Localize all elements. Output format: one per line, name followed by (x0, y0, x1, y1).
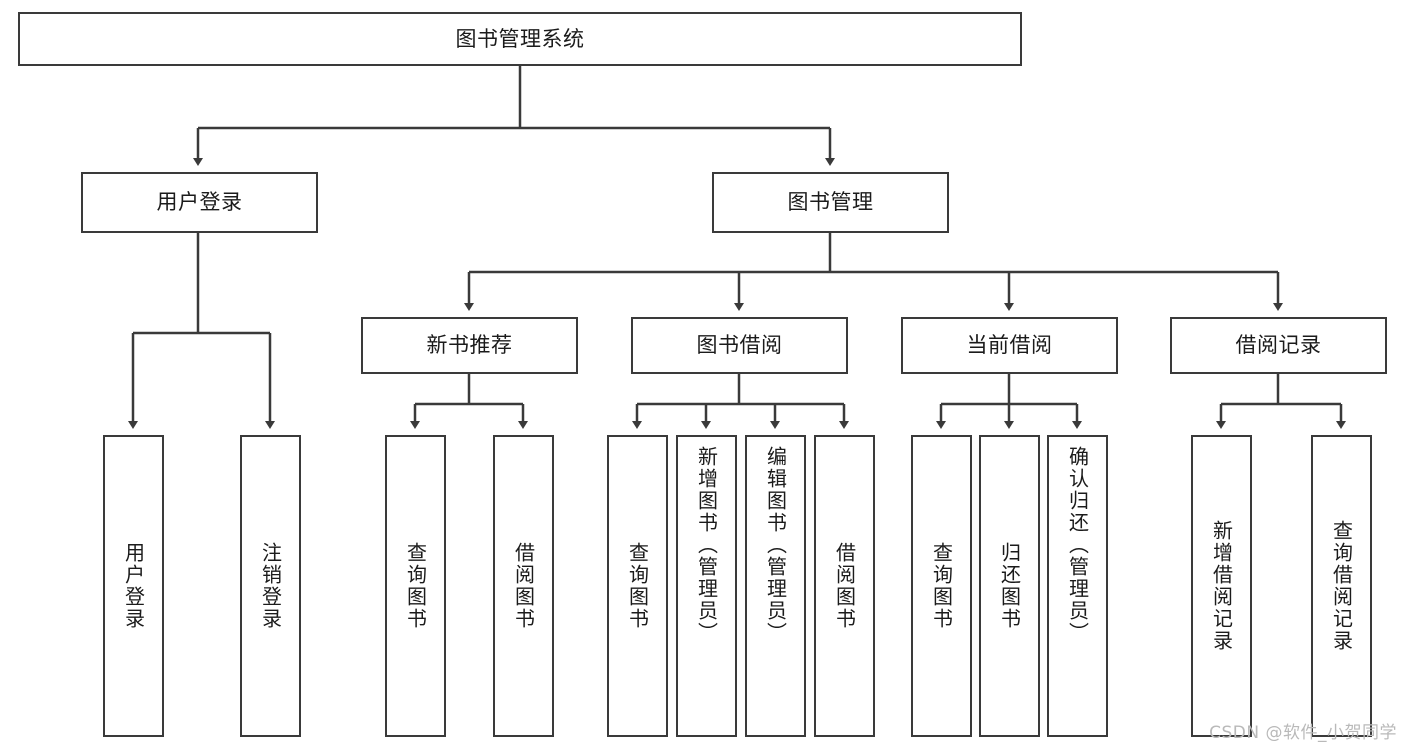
leaf-label: 查询借阅记录 (1329, 520, 1354, 652)
leaf-label: 用户登录 (121, 542, 146, 630)
leaf-book-borrow-borrow[interactable]: 借阅图书 (814, 435, 875, 737)
node-root-label: 图书管理系统 (455, 26, 585, 51)
leaf-label: 编辑图书（管理员） (763, 446, 788, 644)
leaf-book-borrow-edit-admin[interactable]: 编辑图书（管理员） (745, 435, 806, 737)
leaf-label: 查询图书 (403, 542, 428, 630)
leaf-current-borrow-query[interactable]: 查询图书 (911, 435, 972, 737)
leaf-label: 查询图书 (929, 542, 954, 630)
leaf-new-book-borrow[interactable]: 借阅图书 (493, 435, 554, 737)
leaf-label: 新增图书（管理员） (694, 446, 719, 644)
leaf-label: 新增借阅记录 (1209, 520, 1234, 652)
leaf-label: 借阅图书 (832, 542, 857, 630)
leaf-new-book-query[interactable]: 查询图书 (385, 435, 446, 737)
leaf-borrow-record-add[interactable]: 新增借阅记录 (1191, 435, 1252, 737)
leaf-book-borrow-add-admin[interactable]: 新增图书（管理员） (676, 435, 737, 737)
node-user-login[interactable]: 用户登录 (81, 172, 318, 233)
node-new-book-recommend-label: 新书推荐 (426, 333, 513, 358)
leaf-label: 借阅图书 (511, 542, 536, 630)
leaf-label: 归还图书 (997, 542, 1022, 630)
leaf-label: 查询图书 (625, 542, 650, 630)
leaf-label: 注销登录 (258, 542, 283, 630)
leaf-user-login-logout[interactable]: 注销登录 (240, 435, 301, 737)
node-borrow-record[interactable]: 借阅记录 (1170, 317, 1387, 374)
csdn-watermark: CSDN @软件_小贺同学 (1209, 723, 1397, 743)
node-user-login-label: 用户登录 (156, 190, 243, 215)
leaf-user-login-login[interactable]: 用户登录 (103, 435, 164, 737)
node-new-book-recommend[interactable]: 新书推荐 (361, 317, 578, 374)
leaf-label: 确认归还（管理员） (1065, 446, 1090, 644)
node-book-borrow[interactable]: 图书借阅 (631, 317, 848, 374)
node-current-borrow[interactable]: 当前借阅 (901, 317, 1118, 374)
node-borrow-record-label: 借阅记录 (1235, 333, 1322, 358)
leaf-current-borrow-return[interactable]: 归还图书 (979, 435, 1040, 737)
leaf-borrow-record-query[interactable]: 查询借阅记录 (1311, 435, 1372, 737)
leaf-book-borrow-query[interactable]: 查询图书 (607, 435, 668, 737)
node-book-management[interactable]: 图书管理 (712, 172, 949, 233)
node-book-borrow-label: 图书借阅 (696, 333, 783, 358)
node-book-management-label: 图书管理 (787, 190, 874, 215)
node-current-borrow-label: 当前借阅 (966, 333, 1053, 358)
leaf-current-borrow-confirm-admin[interactable]: 确认归还（管理员） (1047, 435, 1108, 737)
node-root[interactable]: 图书管理系统 (18, 12, 1022, 66)
